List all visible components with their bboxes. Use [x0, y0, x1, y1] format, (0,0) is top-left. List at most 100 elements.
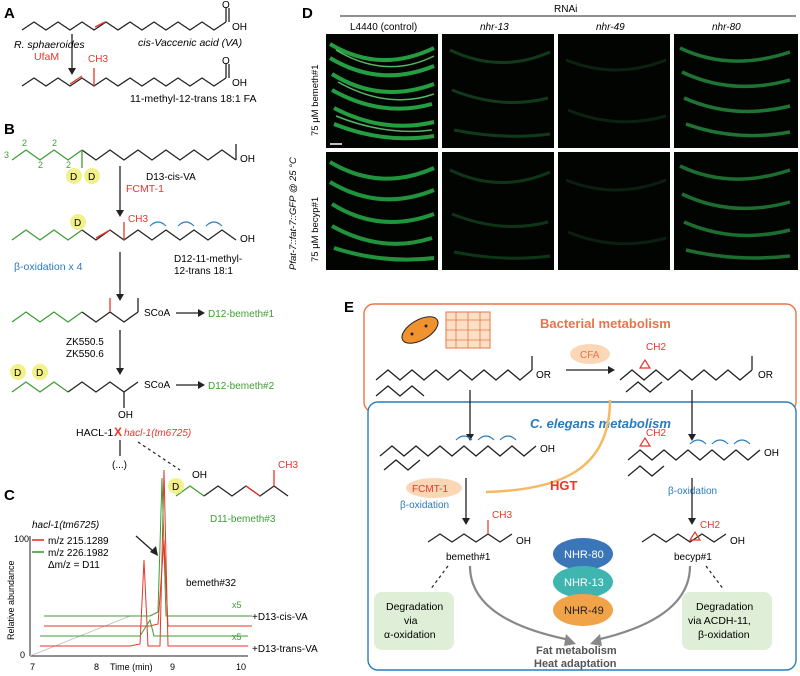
row2-label: 75 μM becyp#1 — [310, 197, 321, 262]
product-label: 11-methyl-12-trans 18:1 FA — [130, 93, 256, 105]
out2-label: Heat adaptation — [534, 658, 617, 670]
e-arrowhead-left-2 — [462, 518, 470, 525]
bemeth1-arrowhead — [198, 309, 205, 317]
d-count-3: 3 — [4, 150, 9, 160]
hacl-label: HACL-1 — [76, 427, 114, 439]
panel-a-letter: A — [4, 5, 15, 22]
ellipsis-label: (...) — [112, 460, 127, 471]
dashed-right-deg — [705, 565, 725, 591]
fcmt-label: FCMT-1 — [126, 183, 164, 195]
y-tick-0: 0 — [20, 650, 25, 660]
nhr80-oval — [553, 538, 613, 570]
oh-e-2: OH — [764, 448, 779, 459]
methyl-fa-structure — [21, 64, 230, 87]
bemeth1-e-structure — [427, 520, 513, 543]
peak-arrowhead — [150, 546, 158, 556]
or-right: OR — [758, 370, 773, 381]
celegans-fa-right — [627, 436, 761, 477]
e-arrowhead-right-1 — [688, 434, 696, 441]
img-r1-nhr49 — [558, 34, 670, 148]
ch3-e: CH3 — [492, 510, 512, 521]
x-tick-7: 7 — [30, 662, 35, 672]
va-label: cis-Vaccenic acid (VA) — [138, 37, 242, 49]
nhr13-oval — [553, 566, 613, 598]
col-label-nhr13: nhr-13 — [480, 22, 509, 33]
d-atom-2: D — [88, 172, 95, 183]
col-label-nhr80: nhr-80 — [712, 22, 741, 33]
panel-b-arrowhead-2 — [116, 294, 124, 301]
trace-cis-green — [44, 477, 252, 617]
d13-cis-va-structure — [11, 144, 237, 168]
becyp-e-label: becyp#1 — [674, 552, 712, 563]
d-highlight-3 — [70, 214, 86, 230]
x5-label-2: x5 — [232, 632, 242, 642]
nhr49-label: NHR-49 — [564, 605, 604, 617]
b-oh-3: OH — [118, 410, 133, 421]
b-oh-4: OH — [192, 470, 207, 481]
e-arrowhead-left-1 — [466, 434, 474, 441]
img-r2-nhr49 — [558, 152, 670, 270]
d-highlight-1 — [66, 168, 82, 184]
d-count-2d: 2 — [66, 160, 71, 170]
legend-mz1: m/z 215.1289 — [48, 536, 109, 547]
x5-label-1: x5 — [232, 600, 242, 610]
b-oh-2: OH — [240, 234, 255, 245]
hacl-cross: X — [114, 425, 122, 439]
scoa-2: SCoA — [144, 380, 170, 391]
d-highlight-5 — [32, 364, 48, 380]
deg-left-2: via — [404, 615, 418, 627]
panel-b-letter: B — [4, 121, 15, 138]
bacterium-illustration — [401, 311, 491, 349]
panel-e-letter: E — [344, 299, 354, 316]
img-r1-nhr80 — [674, 34, 798, 148]
x-axis-label: Time (min) — [110, 662, 153, 672]
d-count-2b: 2 — [38, 160, 43, 170]
oh-e-3: OH — [516, 536, 531, 547]
peak-arrow — [135, 535, 155, 553]
methyl-label-b: CH3 — [128, 214, 148, 225]
d-highlight-6 — [168, 478, 184, 494]
va-o: O — [222, 0, 230, 11]
d-atom-1: D — [70, 172, 77, 183]
cfa-arrowhead — [608, 366, 615, 374]
ch2-top: CH2 — [646, 342, 666, 353]
b-oh-1: OH — [240, 154, 255, 165]
deg-right-2: via ACDH-11, — [688, 615, 751, 627]
chromatogram-traces — [40, 469, 252, 647]
deg-right-box — [682, 592, 772, 650]
deg-right-1: Degradation — [696, 601, 753, 613]
nhr80-label: NHR-80 — [564, 549, 604, 561]
x-tick-10: 10 — [236, 662, 246, 672]
img-r2-nhr13 — [442, 152, 554, 270]
d-highlight-2 — [84, 168, 100, 184]
panel-c-letter: C — [4, 487, 15, 504]
d-count-2a: 2 — [22, 138, 27, 148]
zk2-label: ZK550.6 — [66, 349, 104, 360]
right-to-fat-arrow — [595, 565, 692, 642]
celegans-fa-left — [379, 435, 537, 471]
deg-right-3: β-oxidation — [698, 629, 750, 641]
or-left: OR — [536, 370, 551, 381]
trace-cis-red — [44, 539, 252, 627]
e-arrowhead-right-2 — [688, 518, 696, 525]
bemeth3-structure — [175, 470, 289, 497]
trace1-label: +D13-cis-VA — [252, 612, 308, 623]
x-tick-9: 9 — [170, 662, 175, 672]
dashed-left-deg — [429, 565, 449, 591]
panel-a-arrowhead — [68, 68, 76, 75]
d-atom-6: D — [172, 482, 179, 493]
nhr49-oval — [553, 594, 613, 626]
zk1-label: ZK550.5 — [66, 337, 104, 348]
d12-methyl-label-2: 12-trans 18:1 — [174, 266, 233, 277]
bemeth2-structure — [11, 381, 139, 408]
beta-ox-label: β-oxidation x 4 — [14, 261, 83, 273]
ch2-mid: CH2 — [646, 428, 666, 439]
col-label-l4440: L4440 (control) — [350, 22, 417, 33]
oh-e-4: OH — [730, 536, 745, 547]
d12-methyl-label-1: D12-11-methyl- — [174, 254, 242, 265]
strain-label: Pfat-7::fat-7::GFP @ 25 °C — [288, 157, 299, 270]
bemeth2-b-label: D12-bemeth#2 — [208, 381, 275, 392]
panel-b-arrowhead-3 — [116, 368, 124, 375]
va-oh: OH — [232, 22, 247, 33]
